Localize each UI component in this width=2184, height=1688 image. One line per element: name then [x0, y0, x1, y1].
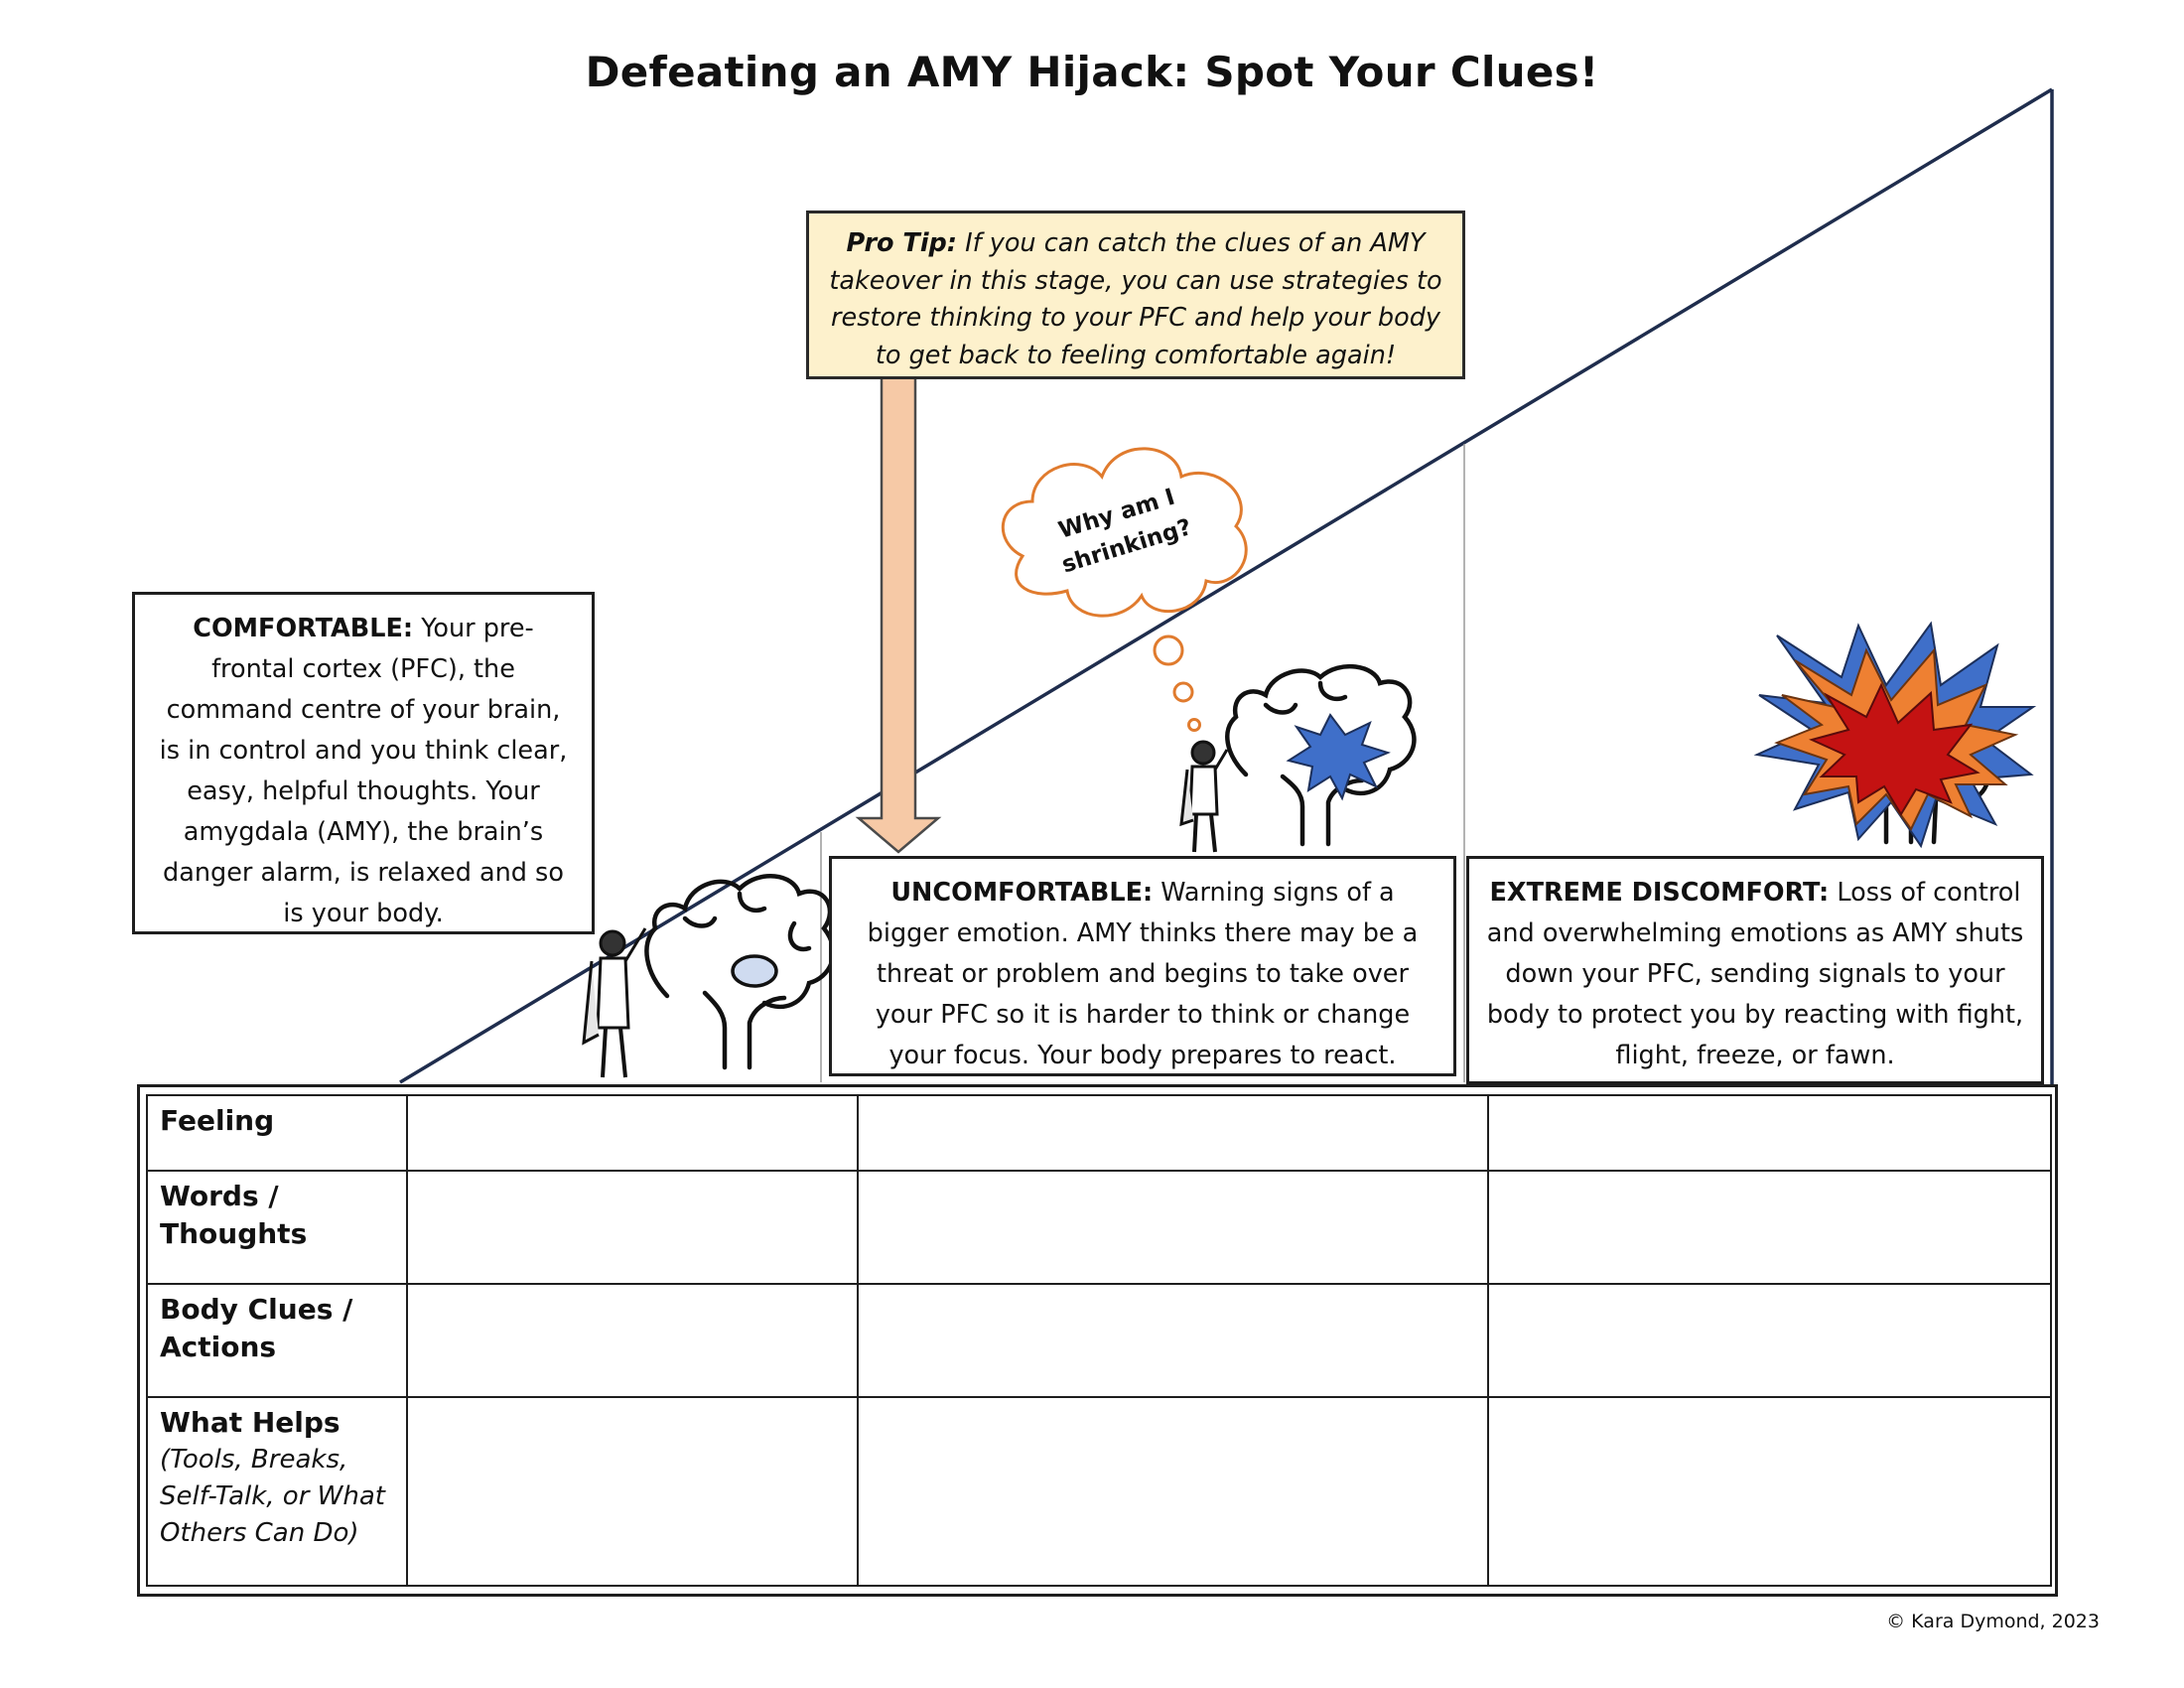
pro-tip-box: Pro Tip: If you can catch the clues of a…	[806, 211, 1465, 379]
pro-tip-text: If you can catch the clues of an AMY tak…	[829, 228, 1442, 370]
cell-comfortable-body[interactable]	[406, 1283, 859, 1398]
table-row: Feeling	[146, 1094, 2052, 1172]
alarm-burst-icon	[1286, 713, 1391, 801]
pro-tip-heading: Pro Tip:	[846, 228, 958, 258]
cell-uncomfortable-body[interactable]	[857, 1283, 1489, 1398]
row-label-words-thoughts: Words / Thoughts	[146, 1170, 408, 1285]
row-note-what-helps: (Tools, Breaks, Self-Talk, or What Other…	[160, 1445, 385, 1548]
table-row: Body Clues / Actions	[146, 1283, 2052, 1398]
row-label-what-helps: What Helps (Tools, Breaks, Self-Talk, or…	[146, 1396, 408, 1587]
clues-grid: Feeling Words / Thoughts Body Clues / Ac…	[146, 1094, 2052, 1587]
cell-extreme-feeling[interactable]	[1487, 1094, 2052, 1172]
stage-box-comfortable: COMFORTABLE: Your pre-frontal cortex (PF…	[132, 592, 595, 934]
cell-extreme-body[interactable]	[1487, 1283, 2052, 1398]
stage-box-uncomfortable: UNCOMFORTABLE: Warning signs of a bigger…	[829, 856, 1456, 1076]
superhero-icon	[582, 927, 647, 1078]
cell-comfortable-helps[interactable]	[406, 1396, 859, 1587]
stage-dividers	[820, 444, 1465, 1082]
thought-cloud-icon	[1001, 447, 1248, 732]
down-arrow-icon	[855, 375, 942, 854]
cell-uncomfortable-helps[interactable]	[857, 1396, 1489, 1587]
stage-ramp	[399, 87, 2054, 1084]
cell-comfortable-thoughts[interactable]	[406, 1170, 859, 1285]
copyright-notice: © Kara Dymond, 2023	[1886, 1611, 2100, 1632]
cell-extreme-thoughts[interactable]	[1487, 1170, 2052, 1285]
brain-icon	[644, 874, 836, 1070]
stage-heading: EXTREME DISCOMFORT:	[1489, 878, 1830, 908]
stage-heading: UNCOMFORTABLE:	[890, 878, 1154, 908]
cell-uncomfortable-thoughts[interactable]	[857, 1170, 1489, 1285]
alarm-burst-icon	[1753, 621, 2037, 849]
cell-extreme-helps[interactable]	[1487, 1396, 2052, 1587]
cell-comfortable-feeling[interactable]	[406, 1094, 859, 1172]
clues-table: Feeling Words / Thoughts Body Clues / Ac…	[137, 1084, 2058, 1597]
row-label-feeling: Feeling	[146, 1094, 408, 1172]
cell-uncomfortable-feeling[interactable]	[857, 1094, 1489, 1172]
stage-box-extreme: EXTREME DISCOMFORT: Loss of control and …	[1466, 856, 2044, 1084]
row-label-body-clues: Body Clues / Actions	[146, 1283, 408, 1398]
stage-text: Warning signs of a bigger emotion. AMY t…	[867, 878, 1419, 1070]
stage-heading: COMFORTABLE:	[193, 614, 414, 643]
table-row: What Helps (Tools, Breaks, Self-Talk, or…	[146, 1396, 2052, 1587]
stage-text: Your pre-frontal cortex (PFC), the comma…	[159, 614, 568, 928]
table-row: Words / Thoughts	[146, 1170, 2052, 1285]
superhero-icon	[1179, 740, 1229, 853]
stage-text: Loss of control and overwhelming emotion…	[1486, 878, 2024, 1070]
page-title: Defeating an AMY Hijack: Spot Your Clues…	[585, 48, 1599, 96]
